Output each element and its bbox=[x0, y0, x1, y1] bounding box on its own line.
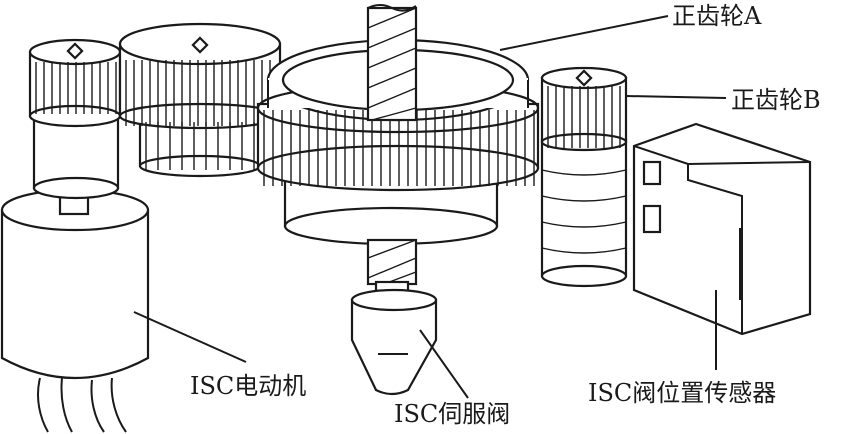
spur-gear-b bbox=[540, 66, 628, 288]
isc-servo-valve bbox=[350, 280, 438, 396]
isc-valve-position-sensor bbox=[632, 122, 812, 336]
gear-b-label: 正齿轮B bbox=[731, 86, 821, 114]
motor-pinion bbox=[28, 38, 122, 128]
position-sensor-label: ISC阀位置传感器 bbox=[588, 379, 777, 407]
servo-valve-label: ISC伺服阀 bbox=[394, 400, 511, 428]
spur-gear-a bbox=[256, 38, 540, 246]
gear-a-label: 正齿轮A bbox=[672, 2, 762, 30]
leader-lines bbox=[133, 15, 727, 399]
motor-label: ISC电动机 bbox=[190, 372, 307, 400]
isc-motor bbox=[0, 108, 150, 433]
servo-screw-shaft bbox=[366, 4, 418, 286]
intermediate-gear bbox=[118, 22, 282, 178]
